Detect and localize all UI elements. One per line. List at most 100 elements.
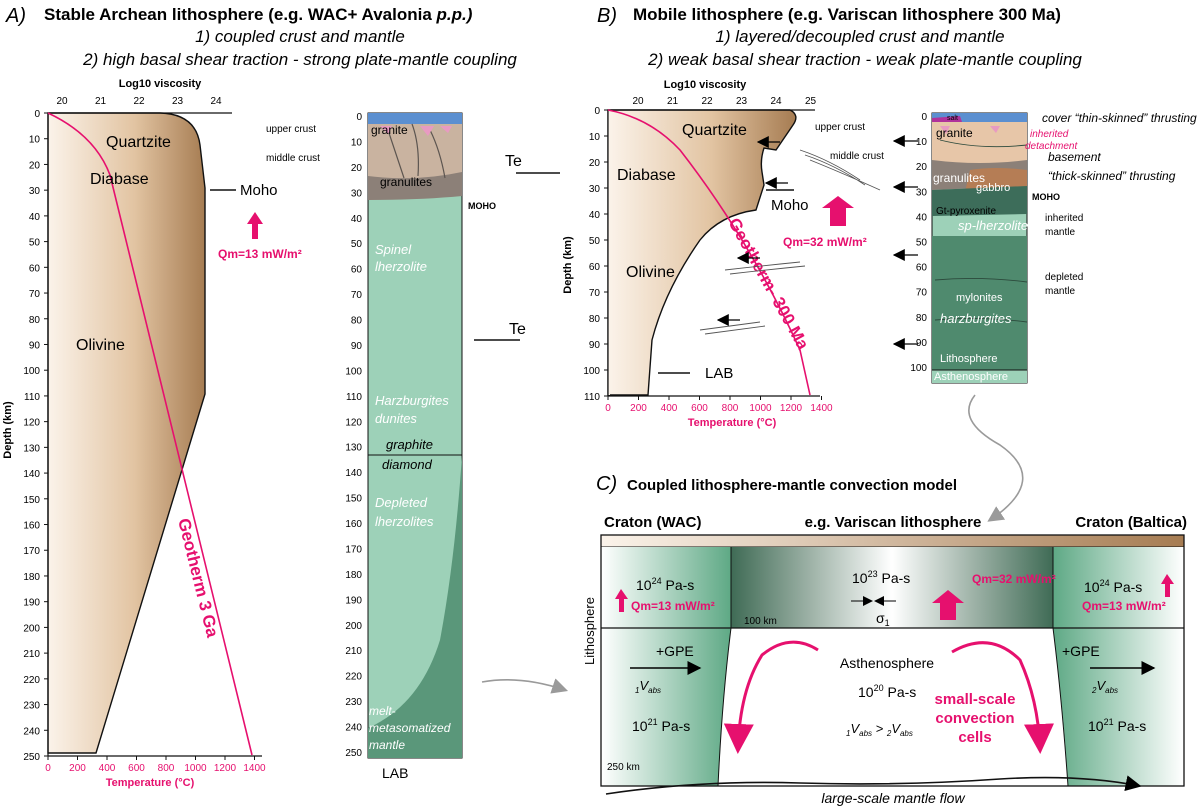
column-depth-label: 240 <box>345 723 362 734</box>
panel-c-astheno: Asthenosphere <box>840 655 934 671</box>
panel-a-col-graphite: graphite <box>386 437 433 452</box>
depth-tick-label: 150 <box>23 495 40 506</box>
panel-b-temp-label: Temperature (°C) <box>688 417 777 429</box>
panel-b-quartzite: Quartzite <box>682 122 747 139</box>
column-depth-label: 70 <box>351 290 363 301</box>
panel-a-col-dunites: dunites <box>375 411 417 426</box>
panel-c-craton-left-block <box>601 547 731 628</box>
panel-b-thick: “thick-skinned” thrusting <box>1048 169 1176 183</box>
column-depth-label: 100 <box>910 363 927 374</box>
panel-a-col-lherzolite: lherzolite <box>375 259 427 274</box>
depth-tick-label: 80 <box>589 314 601 325</box>
panel-c-flow-label: large-scale mantle flow <box>821 790 965 806</box>
temp-tick-label: 1200 <box>780 403 803 414</box>
panel-b-letter: B) <box>597 5 617 27</box>
connector-arrow-a-to-c <box>481 678 569 694</box>
depth-tick-label: 170 <box>23 546 40 557</box>
column-depth-label: 0 <box>921 112 927 123</box>
panel-b-dep-mantle-2: mantle <box>1045 286 1075 297</box>
column-depth-label: 80 <box>351 316 363 327</box>
column-depth-label: 230 <box>345 697 362 708</box>
column-depth-label: 60 <box>916 263 928 274</box>
panel-c-convection-right <box>951 641 1054 754</box>
depth-tick-label: 200 <box>23 623 40 634</box>
panel-a-te-top: Te <box>505 153 522 170</box>
depth-tick-label: 230 <box>23 701 40 712</box>
column-depth-label: 200 <box>345 621 362 632</box>
panel-b-dep-mantle-1: depleted <box>1045 272 1083 283</box>
panel-b-col-granite: granite <box>936 126 973 140</box>
depth-tick-label: 110 <box>24 392 40 403</box>
panel-c-mantle-flow <box>605 775 1142 795</box>
depth-tick-label: 180 <box>23 572 40 583</box>
column-depth-label: 30 <box>351 188 363 199</box>
panel-b-col-granulites: granulites <box>933 171 985 185</box>
panel-c-visc-right-low: 1021 Pa-s <box>1088 717 1146 734</box>
panel-a-col-diamond: diamond <box>382 457 433 472</box>
panel-b-olivine: Olivine <box>626 264 675 281</box>
panel-c-title: Coupled lithosphere-mantle convection mo… <box>627 477 957 494</box>
viscosity-tick-label: 23 <box>736 96 748 107</box>
panel-c-v2: 2Vabs <box>1091 678 1118 695</box>
panel-a-col-granite: granite <box>371 123 408 137</box>
panel-b-col-mylonites: mylonites <box>956 292 1003 304</box>
panel-b: B) Mobile lithosphere (e.g. Variscan lit… <box>562 5 1197 429</box>
panel-b-col-gt-pyroxenite: Gt-pyroxenite <box>936 206 996 217</box>
temp-tick-label: 400 <box>99 763 116 774</box>
temp-tick-label: 600 <box>128 763 145 774</box>
temp-tick-label: 600 <box>691 403 708 414</box>
panel-c-small2: convection <box>935 710 1014 727</box>
panel-a-col-lab: LAB <box>382 765 408 781</box>
panel-a-col-depleted: Depleted <box>375 495 428 510</box>
panel-a-line1: 1) coupled crust and mantle <box>195 27 405 46</box>
column-depth-label: 30 <box>916 187 928 198</box>
panel-a-visc-label: Log10 viscosity <box>119 78 202 90</box>
column-depth-label: 40 <box>351 214 363 225</box>
depth-tick-label: 80 <box>29 315 41 326</box>
depth-tick-label: 140 <box>23 469 40 480</box>
panel-a-geotherm <box>47 112 253 756</box>
column-depth-label: 160 <box>345 519 362 530</box>
depth-tick-label: 240 <box>23 726 40 737</box>
temp-tick-label: 1000 <box>184 763 207 774</box>
depth-tick-label: 100 <box>23 366 40 377</box>
temp-tick-label: 1400 <box>810 403 833 414</box>
viscosity-tick-label: 21 <box>95 96 107 107</box>
panel-a-column: 0102030405060708090100110120130140150160… <box>345 112 496 781</box>
depth-tick-label: 50 <box>589 236 601 247</box>
temp-tick-label: 200 <box>69 763 86 774</box>
panel-a-line2: 2) high basal shear traction - strong pl… <box>82 50 517 69</box>
panel-c-craton-left: Craton (WAC) <box>604 514 702 531</box>
viscosity-tick-label: 23 <box>172 96 184 107</box>
panel-b-col-lithosphere: Lithosphere <box>940 353 998 365</box>
panel-b-col-gabbro: gabbro <box>976 182 1010 194</box>
temp-tick-label: 1000 <box>749 403 772 414</box>
panel-c-craton-right: Craton (Baltica) <box>1075 514 1187 531</box>
column-depth-label: 250 <box>345 748 362 759</box>
panel-a-col-melt: melt- <box>369 704 396 718</box>
panel-c-letter: C) <box>596 473 617 495</box>
temp-tick-label: 800 <box>158 763 175 774</box>
panel-a-depth-label: Depth (km) <box>2 401 14 459</box>
depth-tick-label: 0 <box>594 106 600 117</box>
panel-b-col-harzburgites: harzburgites <box>940 311 1012 326</box>
depth-tick-label: 60 <box>589 262 601 273</box>
temp-tick-label: 0 <box>45 763 51 774</box>
depth-tick-label: 130 <box>23 443 40 454</box>
panel-c-v-compare: 1Vabs > 2Vabs <box>846 721 913 738</box>
panel-a-title: Stable Archean lithosphere (e.g. WAC+ Av… <box>44 5 473 24</box>
panel-b-visc-label: Log10 viscosity <box>664 79 747 91</box>
depth-tick-label: 190 <box>23 598 40 609</box>
panel-a-qm: Qm=13 mW/m² <box>218 247 302 261</box>
panel-b-col-sp-lherzolite: sp-lherzolite <box>958 218 1028 233</box>
column-depth-label: 10 <box>351 137 363 148</box>
column-depth-label: 0 <box>356 112 362 123</box>
depth-tick-label: 30 <box>589 184 601 195</box>
panel-a-moho: Moho <box>240 182 278 199</box>
column-depth-label: 20 <box>916 162 928 173</box>
panel-a-depth-ticks: 0102030405060708090100110120130140150160… <box>23 109 48 763</box>
panel-a-strength-envelope <box>47 112 206 754</box>
